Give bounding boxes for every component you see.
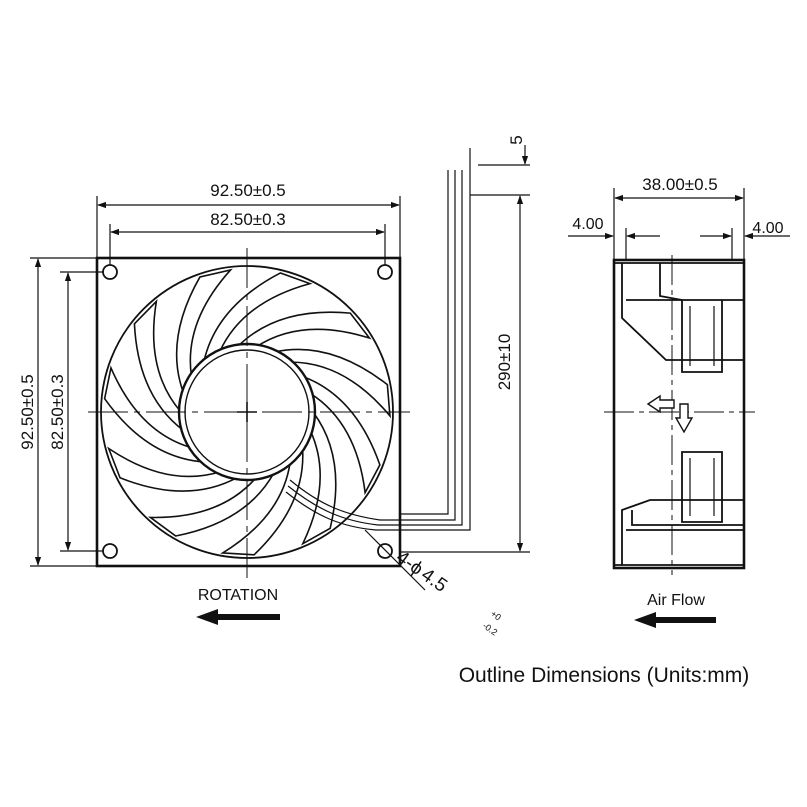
- hole-tolerance-lower: -0.2: [481, 620, 499, 637]
- fan-blade: [300, 374, 381, 496]
- mounting-hole: [377, 543, 393, 559]
- hole-callout: 4-ϕ4.5: [392, 547, 451, 597]
- mounting-hole: [377, 264, 393, 280]
- dim-width-holes: 82.50±0.3: [210, 210, 286, 229]
- wire-harness: [289, 479, 400, 521]
- dim-height-outer: 92.50±0.5: [18, 374, 37, 450]
- side-flow-arrow-left: [646, 394, 675, 414]
- fan-blade: [107, 446, 240, 492]
- mounting-hole: [102, 264, 118, 280]
- fan-blade: [235, 311, 372, 348]
- fan-blade: [147, 470, 277, 537]
- dim-depth: 38.00±0.5: [642, 175, 718, 194]
- fan-blade: [133, 299, 185, 433]
- side-lower-strut: [621, 451, 744, 565]
- hole-tolerance-upper: +0: [489, 608, 503, 622]
- lead-wire: [400, 170, 471, 531]
- mounting-hole: [102, 543, 118, 559]
- front-view: 92.50±0.5 82.50±0.3 92.50±0.5 82.50±0.3 …: [18, 135, 530, 638]
- rotation-arrow: [196, 609, 280, 625]
- dim-offset-left: 4.00: [572, 216, 603, 233]
- dim-offset-right: 4.00: [752, 220, 783, 237]
- fan-blade: [175, 268, 233, 396]
- drawing-caption: Outline Dimensions (Units:mm): [459, 664, 750, 687]
- side-upper-strut: [621, 263, 744, 373]
- side-body-outline: [612, 258, 746, 570]
- side-flow-arrow-down: [674, 403, 694, 434]
- rotation-label: ROTATION: [198, 587, 278, 604]
- hole-leader-line: [364, 529, 426, 591]
- dim-height-holes: 82.50±0.3: [48, 374, 67, 450]
- dim-cable-length: 290±10: [495, 334, 514, 391]
- airflow-arrow: [634, 612, 716, 628]
- dim-wire-pitch: 5: [507, 135, 526, 144]
- lead-wire: [400, 170, 456, 521]
- side-view: 38.00±0.5 4.00 4.00 Air Flow: [568, 175, 790, 628]
- airflow-label: Air Flow: [647, 592, 705, 609]
- dim-width-outer: 92.50±0.5: [210, 181, 286, 200]
- lead-wire: [400, 170, 463, 526]
